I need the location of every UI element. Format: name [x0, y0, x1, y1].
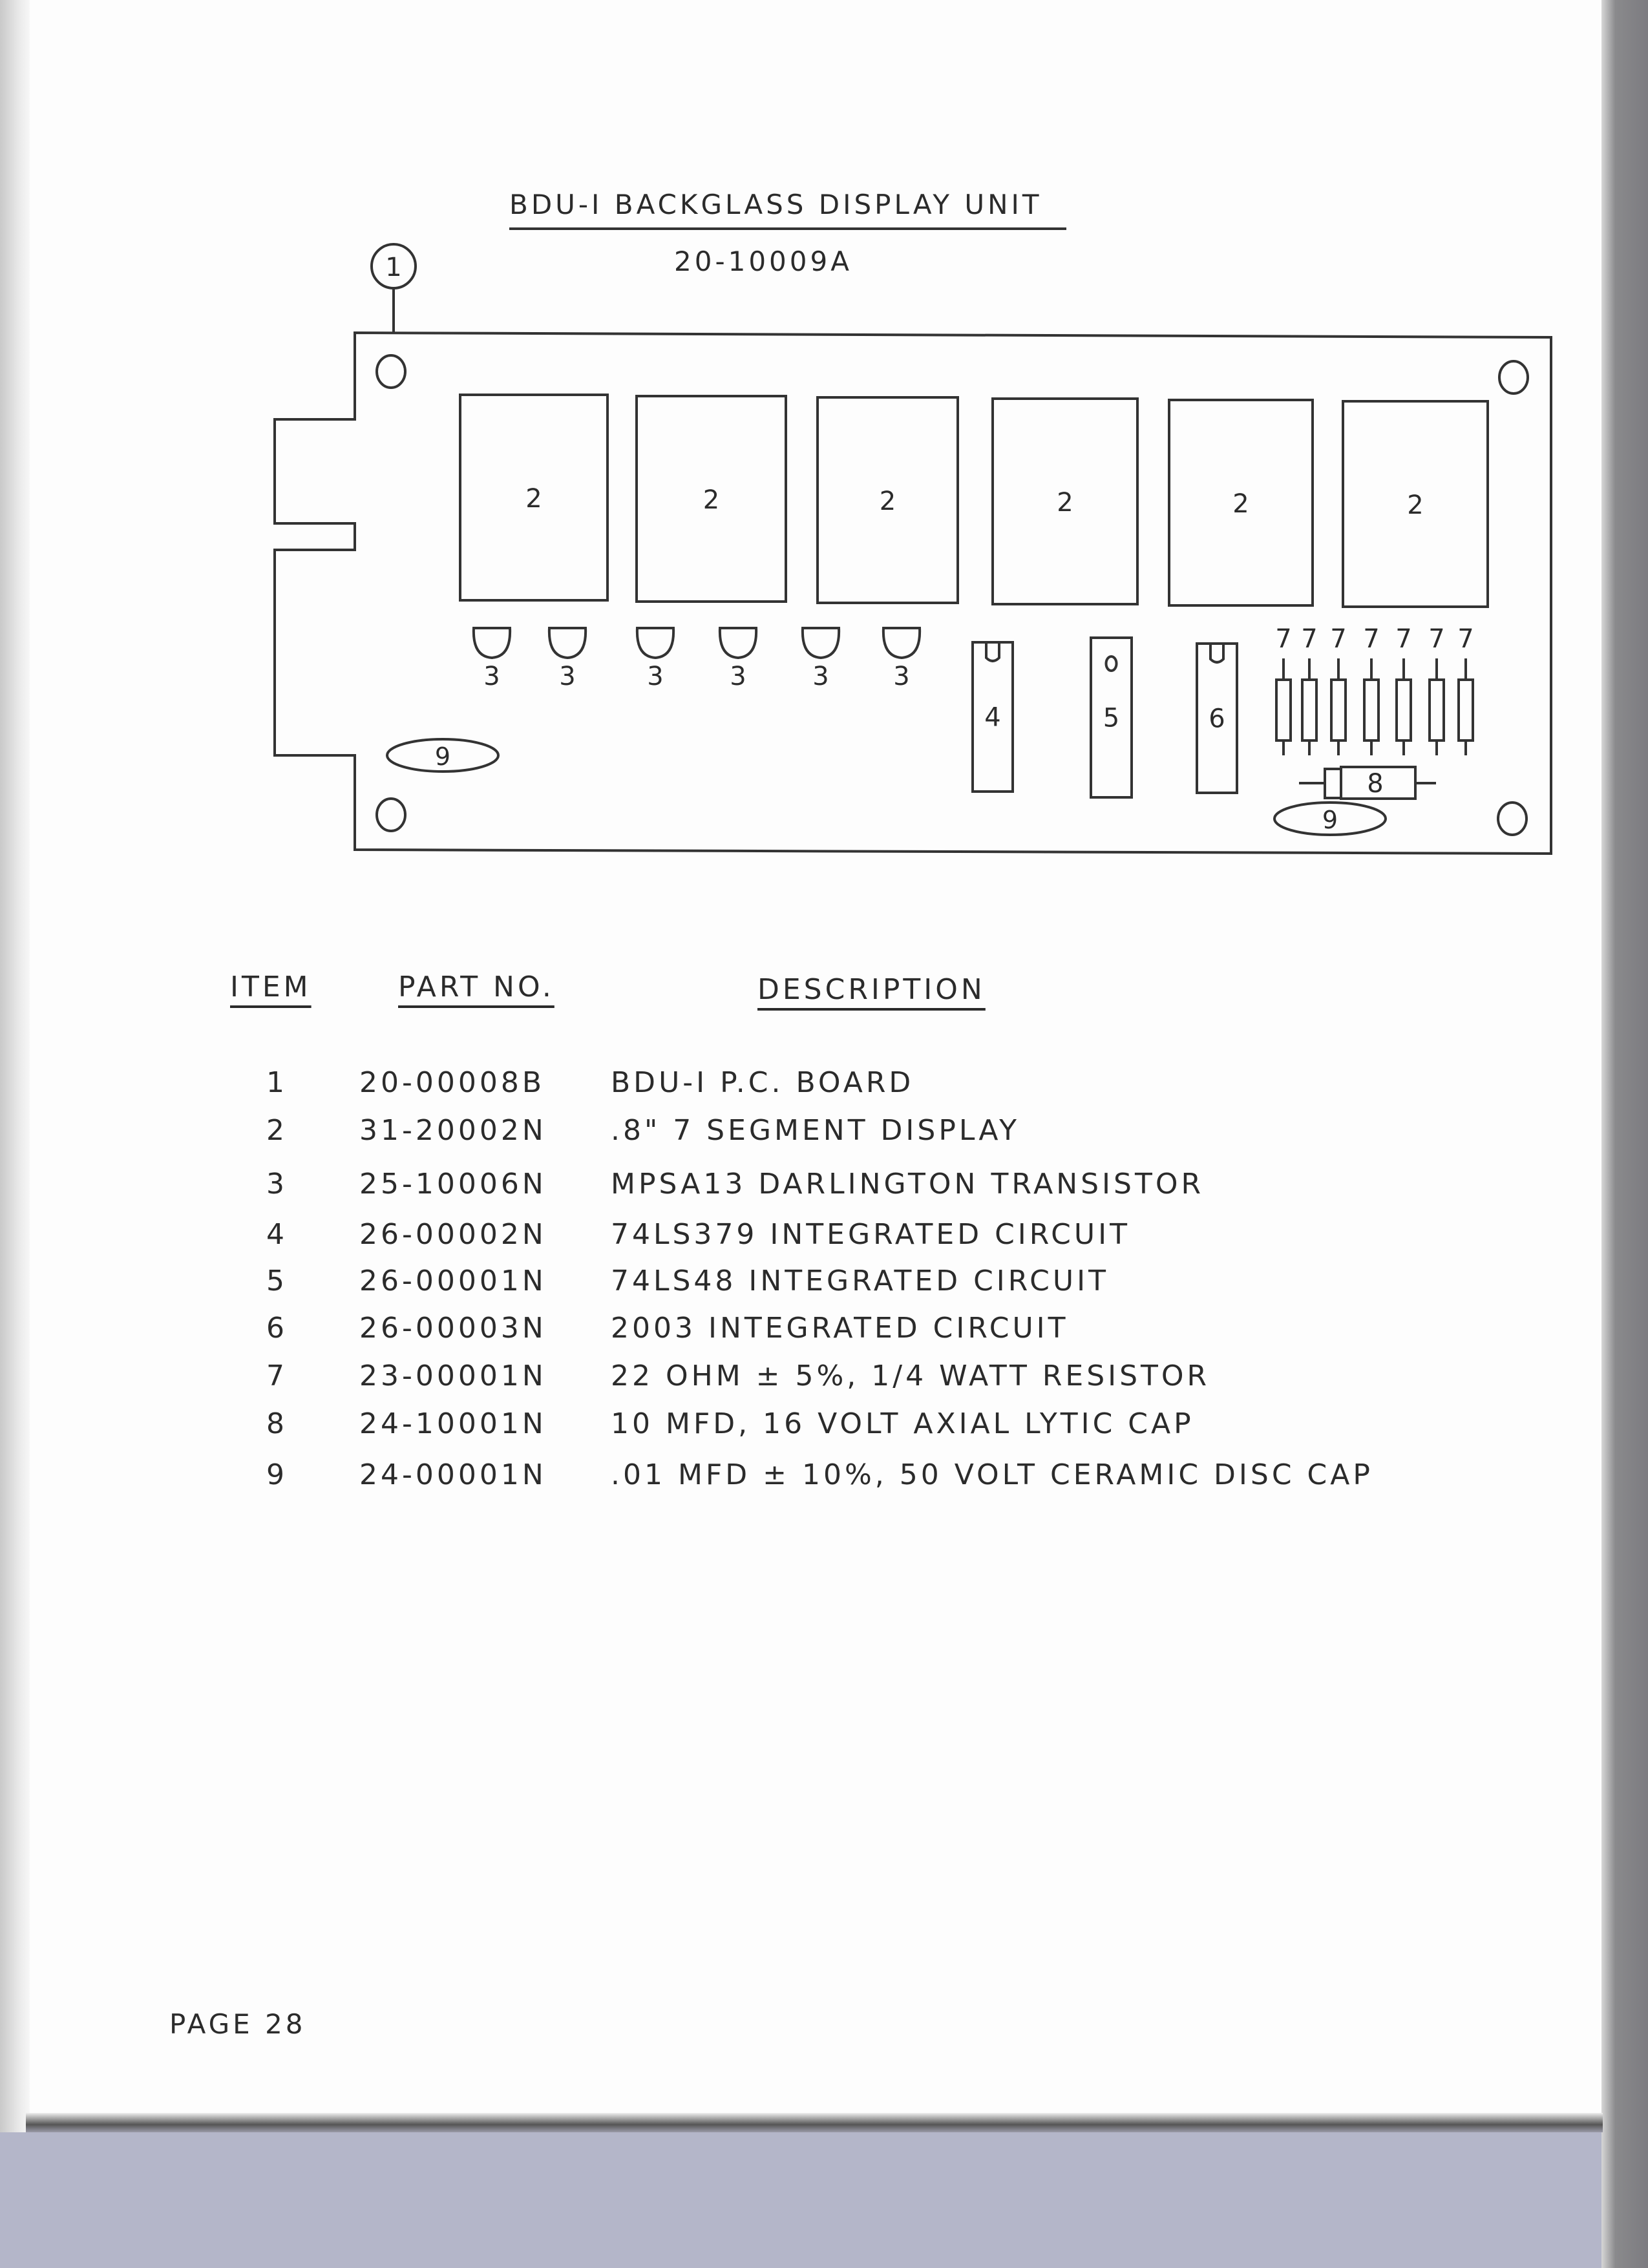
integrated-circuit [1090, 636, 1133, 799]
resistor [1275, 678, 1292, 742]
mounting-hole [1497, 801, 1528, 836]
row-description: .8" 7 SEGMENT DISPLAY [611, 1114, 1020, 1147]
disc-capacitor [386, 738, 500, 773]
seven-segment-display [1168, 399, 1314, 607]
row-item-number: 6 [266, 1312, 288, 1345]
row-part-number: 26-00002N [359, 1218, 547, 1251]
row-item-number: 1 [266, 1066, 288, 1099]
row-part-number: 26-00003N [359, 1312, 547, 1345]
page-left-edge [0, 0, 30, 2132]
seven-segment-display [459, 394, 609, 602]
page-number: PAGE 28 [169, 2008, 306, 2040]
row-description: 74LS48 INTEGRATED CIRCUIT [611, 1265, 1109, 1297]
mounting-hole [1498, 360, 1529, 395]
row-part-number: 24-10001N [359, 1407, 547, 1440]
display-label: 2 [1232, 489, 1249, 519]
transistor-label: 3 [812, 662, 829, 691]
transistor [882, 627, 922, 660]
row-part-number: 26-00001N [359, 1265, 547, 1297]
row-description: BDU-I P.C. BOARD [611, 1066, 914, 1099]
assembly-number: 20-10009A [674, 246, 852, 277]
transistor-label: 3 [647, 662, 663, 691]
display-label: 2 [1407, 490, 1423, 520]
display-label: 2 [703, 485, 719, 515]
row-description: 22 OHM ± 5%, 1/4 WATT RESISTOR [611, 1360, 1210, 1392]
resistor-label: 7 [1330, 624, 1346, 654]
integrated-circuit [971, 641, 1014, 793]
row-part-number: 24-00001N [359, 1458, 547, 1491]
ic-notch [985, 642, 1000, 662]
resistor-label: 7 [1275, 624, 1291, 654]
row-item-number: 9 [266, 1458, 288, 1491]
row-part-number: 31-20002N [359, 1114, 547, 1147]
electrolytic-capacitor [1340, 766, 1417, 800]
seven-segment-display [991, 397, 1139, 605]
row-description: 74LS379 INTEGRATED CIRCUIT [611, 1218, 1130, 1251]
header-description: DESCRIPTION [757, 973, 986, 1006]
resistor [1457, 678, 1474, 742]
row-item-number: 4 [266, 1218, 288, 1251]
row-part-number: 20-00008B [359, 1066, 545, 1099]
header-part-no: PART NO. [398, 971, 555, 1003]
page-right-edge [1601, 0, 1648, 2268]
mounting-hole [375, 797, 407, 832]
row-description: 2003 INTEGRATED CIRCUIT [611, 1312, 1069, 1345]
ic-label: 5 [1103, 704, 1119, 733]
resistor-label: 7 [1457, 624, 1474, 654]
row-description: MPSA13 DARLINGTON TRANSISTOR [611, 1168, 1205, 1201]
ic-label: 6 [1209, 704, 1225, 734]
row-item-number: 3 [266, 1168, 288, 1201]
row-part-number: 25-10006N [359, 1168, 547, 1201]
row-item-number: 7 [266, 1360, 288, 1392]
resistor-label: 7 [1363, 624, 1379, 654]
capacitor-end [1324, 768, 1342, 799]
ic-label: 4 [984, 703, 1000, 733]
callout-label-board: 1 [385, 253, 401, 282]
row-item-number: 5 [266, 1265, 288, 1297]
transistor [718, 627, 758, 660]
row-item-number: 2 [266, 1114, 288, 1147]
seven-segment-display [1342, 400, 1489, 608]
resistor-label: 7 [1301, 624, 1317, 654]
display-label: 2 [880, 487, 896, 516]
manual-page [0, 0, 1648, 2132]
mounting-hole [375, 354, 407, 389]
resistor [1363, 678, 1380, 742]
ic-notch [1209, 644, 1225, 664]
title-underline [509, 227, 1066, 230]
resistor-label: 7 [1428, 624, 1444, 654]
row-description: .01 MFD ± 10%, 50 VOLT CERAMIC DISC CAP [611, 1458, 1373, 1491]
resistor [1301, 678, 1318, 742]
transistor [472, 627, 512, 660]
transistor-label: 3 [893, 662, 909, 691]
diagram-title: BDU-I BACKGLASS DISPLAY UNIT [509, 189, 1042, 220]
row-item-number: 8 [266, 1407, 288, 1440]
transistor-label: 3 [483, 662, 500, 691]
display-label: 2 [525, 484, 542, 514]
row-part-number: 23-00001N [359, 1360, 547, 1392]
disc-capacitor-label: 9 [435, 742, 450, 771]
display-label: 2 [1057, 488, 1073, 518]
transistor-label: 3 [559, 662, 575, 691]
row-description: 10 MFD, 16 VOLT AXIAL LYTIC CAP [611, 1407, 1194, 1440]
resistor [1395, 678, 1412, 742]
ic-pin1-dot [1104, 655, 1118, 672]
capacitor-label: 8 [1367, 769, 1383, 799]
header-item: ITEM [230, 971, 312, 1003]
transistor [801, 627, 841, 660]
disc-capacitor-label: 9 [1322, 806, 1338, 834]
disc-capacitor [1273, 801, 1387, 836]
integrated-circuit [1196, 642, 1238, 794]
seven-segment-display [635, 395, 787, 603]
transistor-label: 3 [730, 662, 746, 691]
resistor-label: 7 [1395, 624, 1411, 654]
seven-segment-display [816, 396, 959, 604]
pc-board-outline [273, 331, 1552, 856]
resistor [1330, 678, 1347, 742]
page-bottom-edge [26, 2113, 1603, 2132]
transistor [635, 627, 675, 660]
transistor [547, 627, 587, 660]
resistor [1428, 678, 1445, 742]
